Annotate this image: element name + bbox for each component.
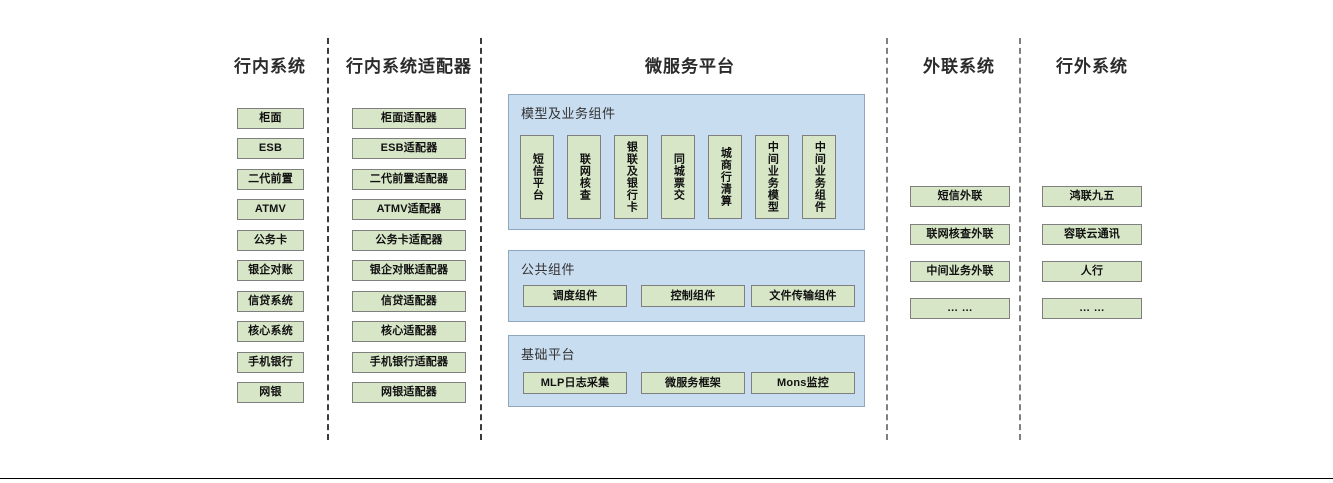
node-outbank-1[interactable]: 容联云通讯 [1042,224,1142,245]
node-common-2[interactable]: 文件传输组件 [751,285,855,307]
node-inbank-adapter-7[interactable]: 核心适配器 [352,321,466,342]
separator-inbank-adapter [327,38,329,440]
node-inbank-1[interactable]: ESB [237,138,304,159]
node-external-1[interactable]: 联网核查外联 [910,224,1010,245]
node-outbank-0[interactable]: 鸿联九五 [1042,186,1142,207]
node-inbank-4[interactable]: 公务卡 [237,230,304,251]
node-inbank-adapter-2[interactable]: 二代前置适配器 [352,169,466,190]
node-outbank-3[interactable]: … … [1042,298,1142,319]
node-common-1[interactable]: 控制组件 [641,285,745,307]
separator-external-outbank [1019,38,1021,440]
node-inbank-2[interactable]: 二代前置 [237,169,304,190]
node-model-3[interactable]: 同城票交 [661,135,695,219]
node-inbank-3[interactable]: ATMV [237,199,304,220]
node-model-5[interactable]: 中间业务模型 [755,135,789,219]
group-base-platform: 基础平台 [508,335,865,407]
node-inbank-0[interactable]: 柜面 [237,108,304,129]
bottom-divider [0,478,1333,479]
node-model-4[interactable]: 城商行清算 [708,135,742,219]
node-inbank-9[interactable]: 网银 [237,382,304,403]
separator-platform-external [886,38,888,440]
node-model-0[interactable]: 短信平台 [520,135,554,219]
node-outbank-2[interactable]: 人行 [1042,261,1142,282]
column-title-microservice: 微服务平台 [645,57,735,76]
node-external-0[interactable]: 短信外联 [910,186,1010,207]
group-title-base-platform: 基础平台 [521,347,576,362]
node-inbank-adapter-1[interactable]: ESB适配器 [352,138,466,159]
node-inbank-6[interactable]: 信贷系统 [237,291,304,312]
node-inbank-adapter-8[interactable]: 手机银行适配器 [352,352,466,373]
node-base-2[interactable]: Mons监控 [751,372,855,394]
node-external-3[interactable]: … … [910,298,1010,319]
node-inbank-7[interactable]: 核心系统 [237,321,304,342]
node-model-6[interactable]: 中间业务组件 [802,135,836,219]
node-inbank-8[interactable]: 手机银行 [237,352,304,373]
column-title-inbank-adapter: 行内系统适配器 [346,57,472,76]
node-inbank-adapter-3[interactable]: ATMV适配器 [352,199,466,220]
node-model-1[interactable]: 联网核查 [567,135,601,219]
group-title-common-components: 公共组件 [521,262,576,277]
column-title-external-link: 外联系统 [923,57,995,76]
node-base-1[interactable]: 微服务框架 [641,372,745,394]
node-common-0[interactable]: 调度组件 [523,285,627,307]
column-title-outbank: 行外系统 [1056,57,1128,76]
node-inbank-adapter-5[interactable]: 银企对账适配器 [352,260,466,281]
node-inbank-adapter-6[interactable]: 信贷适配器 [352,291,466,312]
node-model-2[interactable]: 银联及银行卡 [614,135,648,219]
node-inbank-adapter-9[interactable]: 网银适配器 [352,382,466,403]
node-inbank-adapter-0[interactable]: 柜面适配器 [352,108,466,129]
node-external-2[interactable]: 中间业务外联 [910,261,1010,282]
node-inbank-5[interactable]: 银企对账 [237,260,304,281]
group-title-model-business-components: 模型及业务组件 [521,106,616,121]
node-inbank-adapter-4[interactable]: 公务卡适配器 [352,230,466,251]
column-title-inbank: 行内系统 [234,57,306,76]
node-base-0[interactable]: MLP日志采集 [523,372,627,394]
separator-adapter-platform [480,38,482,440]
